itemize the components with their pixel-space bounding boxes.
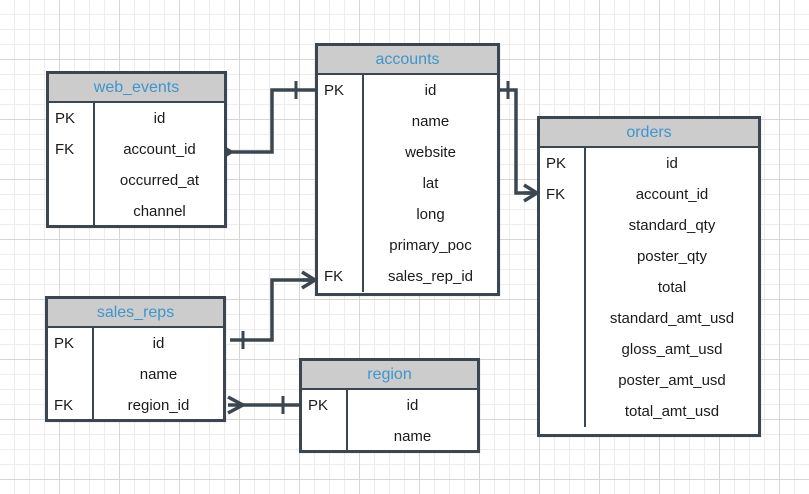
key-cell: FK	[324, 268, 344, 285]
field-cell: standard_amt_usd	[609, 310, 735, 327]
entity-web-events[interactable]: web_events PK FK id account_id occurred_…	[46, 71, 227, 228]
field-cell: id	[666, 155, 678, 172]
key-cell: FK	[54, 397, 74, 414]
key-cell: PK	[324, 82, 345, 99]
field-cell: total_amt_usd	[624, 403, 720, 420]
field-cell: account_id	[123, 141, 196, 158]
field-cell: id	[406, 397, 419, 414]
key-cell: FK	[546, 186, 566, 203]
field-column-sales-reps: id name region_id	[94, 328, 223, 421]
field-cell: poster_amt_usd	[618, 372, 726, 389]
entity-title-region: region	[302, 361, 477, 390]
key-column-web-events: PK FK	[49, 103, 95, 227]
entity-body-region: PK id name	[302, 390, 477, 452]
field-cell: primary_poc	[389, 237, 472, 254]
entity-body-sales-reps: PK FK id name region_id	[48, 328, 223, 421]
key-cell: FK	[55, 141, 75, 158]
entity-accounts[interactable]: accounts PK FK id name website lat long …	[315, 43, 500, 296]
connector-sales-reps-region	[227, 395, 299, 415]
field-cell: standard_qty	[628, 217, 716, 234]
field-column-region: id name	[348, 390, 477, 452]
connector-web-events-accounts	[217, 81, 315, 162]
field-cell: id	[153, 110, 166, 127]
field-cell: name	[393, 428, 432, 445]
field-cell: name	[411, 113, 450, 130]
key-cell: PK	[308, 397, 329, 414]
field-cell: poster_qty	[636, 248, 708, 265]
field-cell: region_id	[127, 397, 190, 414]
connector-accounts-orders	[500, 81, 538, 203]
entity-title-accounts: accounts	[318, 46, 497, 75]
key-cell	[48, 359, 92, 390]
field-column-web-events: id account_id occurred_at channel	[95, 103, 224, 227]
key-cell	[318, 168, 362, 199]
key-cell	[540, 334, 584, 365]
field-cell: lat	[422, 175, 439, 192]
field-column-orders: id account_id standard_qty poster_qty to…	[586, 148, 758, 427]
key-cell	[318, 230, 362, 261]
key-cell: PK	[55, 110, 76, 127]
field-cell: website	[405, 144, 456, 161]
entity-title-orders: orders	[540, 119, 758, 148]
field-cell: total	[657, 279, 687, 296]
key-cell	[540, 241, 584, 272]
key-cell	[318, 106, 362, 137]
field-cell: id	[152, 335, 165, 352]
entity-title-web-events: web_events	[49, 74, 224, 103]
key-cell	[540, 272, 584, 303]
key-column-sales-reps: PK FK	[48, 328, 94, 421]
field-cell: id	[424, 82, 437, 99]
field-cell: name	[139, 366, 178, 383]
field-cell: sales_rep_id	[387, 268, 474, 285]
entity-body-orders: PK FK id account_id standard_qty poster_…	[540, 148, 758, 427]
key-cell	[540, 365, 584, 396]
key-cell: PK	[54, 335, 75, 352]
connector-sales-reps-accounts	[230, 270, 316, 349]
entity-title-sales-reps: sales_reps	[48, 299, 223, 328]
key-cell	[318, 199, 362, 230]
key-cell: PK	[546, 155, 567, 172]
key-column-accounts: PK FK	[318, 75, 364, 292]
entity-region[interactable]: region PK id name	[299, 358, 480, 453]
entity-body-web-events: PK FK id account_id occurred_at channel	[49, 103, 224, 227]
key-cell	[540, 210, 584, 241]
key-cell	[540, 396, 584, 427]
field-cell: account_id	[635, 186, 709, 203]
key-cell	[540, 303, 584, 334]
field-cell: long	[416, 206, 445, 223]
field-cell: occurred_at	[119, 172, 200, 189]
field-cell: channel	[133, 203, 186, 220]
entity-body-accounts: PK FK id name website lat long primary_p…	[318, 75, 497, 292]
key-column-orders: PK FK	[540, 148, 586, 427]
entity-sales-reps[interactable]: sales_reps PK FK id name region_id	[45, 296, 226, 422]
key-cell	[49, 196, 93, 227]
key-cell	[49, 165, 93, 196]
entity-orders[interactable]: orders PK FK id account_id standard_qty …	[537, 116, 761, 437]
field-column-accounts: id name website lat long primary_poc sal…	[364, 75, 497, 292]
key-cell	[302, 421, 346, 452]
key-column-region: PK	[302, 390, 348, 452]
key-cell	[318, 137, 362, 168]
field-cell: gloss_amt_usd	[621, 341, 723, 358]
